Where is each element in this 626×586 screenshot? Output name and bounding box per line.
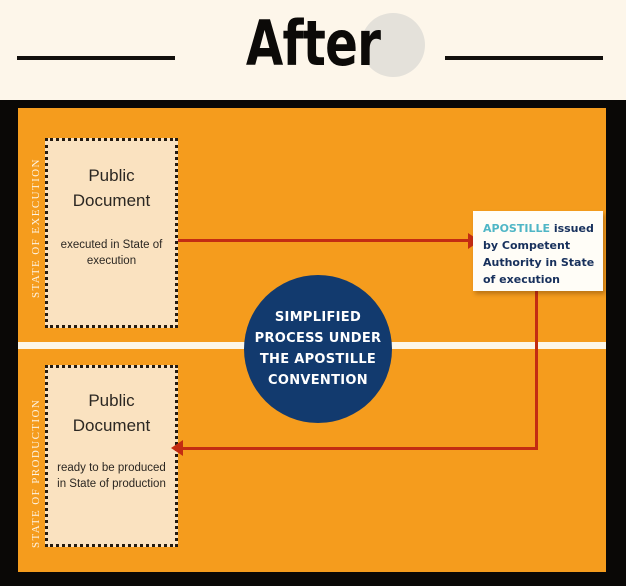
document-title: Public Document <box>72 166 151 210</box>
connector-bottom-arrowhead-icon <box>171 440 183 456</box>
diagram-frame: STATE OF EXECUTION STATE OF PRODUCTION P… <box>0 100 626 586</box>
document-title: Public Document <box>72 391 151 435</box>
apostille-rest-text: issued by Competent Authority in State o… <box>483 222 595 286</box>
center-circle-label: SIMPLIFIED PROCESS UNDER THE APOSTILLE C… <box>254 310 382 388</box>
side-label-state-of-production: STATE OF PRODUCTION <box>30 398 42 548</box>
header-rule-right <box>445 56 603 60</box>
document-subtitle: ready to be produced in State of product… <box>57 462 166 490</box>
document-box-execution: Public Document executed in State of exe… <box>45 138 178 328</box>
header-decor-circle <box>361 13 425 77</box>
header-banner: After <box>0 0 626 100</box>
side-label-state-of-execution: STATE OF EXECUTION <box>30 158 42 298</box>
document-subtitle: executed in State of execution <box>60 239 163 267</box>
diagram-stage: STATE OF EXECUTION STATE OF PRODUCTION P… <box>18 108 606 572</box>
connector-vertical-line <box>535 291 538 450</box>
connector-bottom-line <box>183 447 538 450</box>
document-box-production: Public Document ready to be produced in … <box>45 365 178 547</box>
header-rule-left <box>17 56 175 60</box>
apostille-card: APOSTILLE issued by Competent Authority … <box>473 211 603 291</box>
center-circle-badge: SIMPLIFIED PROCESS UNDER THE APOSTILLE C… <box>244 275 392 423</box>
apostille-text: APOSTILLE issued by Competent Authority … <box>473 211 603 288</box>
apostille-keyword: APOSTILLE <box>483 222 550 235</box>
page-title: After <box>245 7 381 80</box>
connector-top-line <box>178 239 474 242</box>
